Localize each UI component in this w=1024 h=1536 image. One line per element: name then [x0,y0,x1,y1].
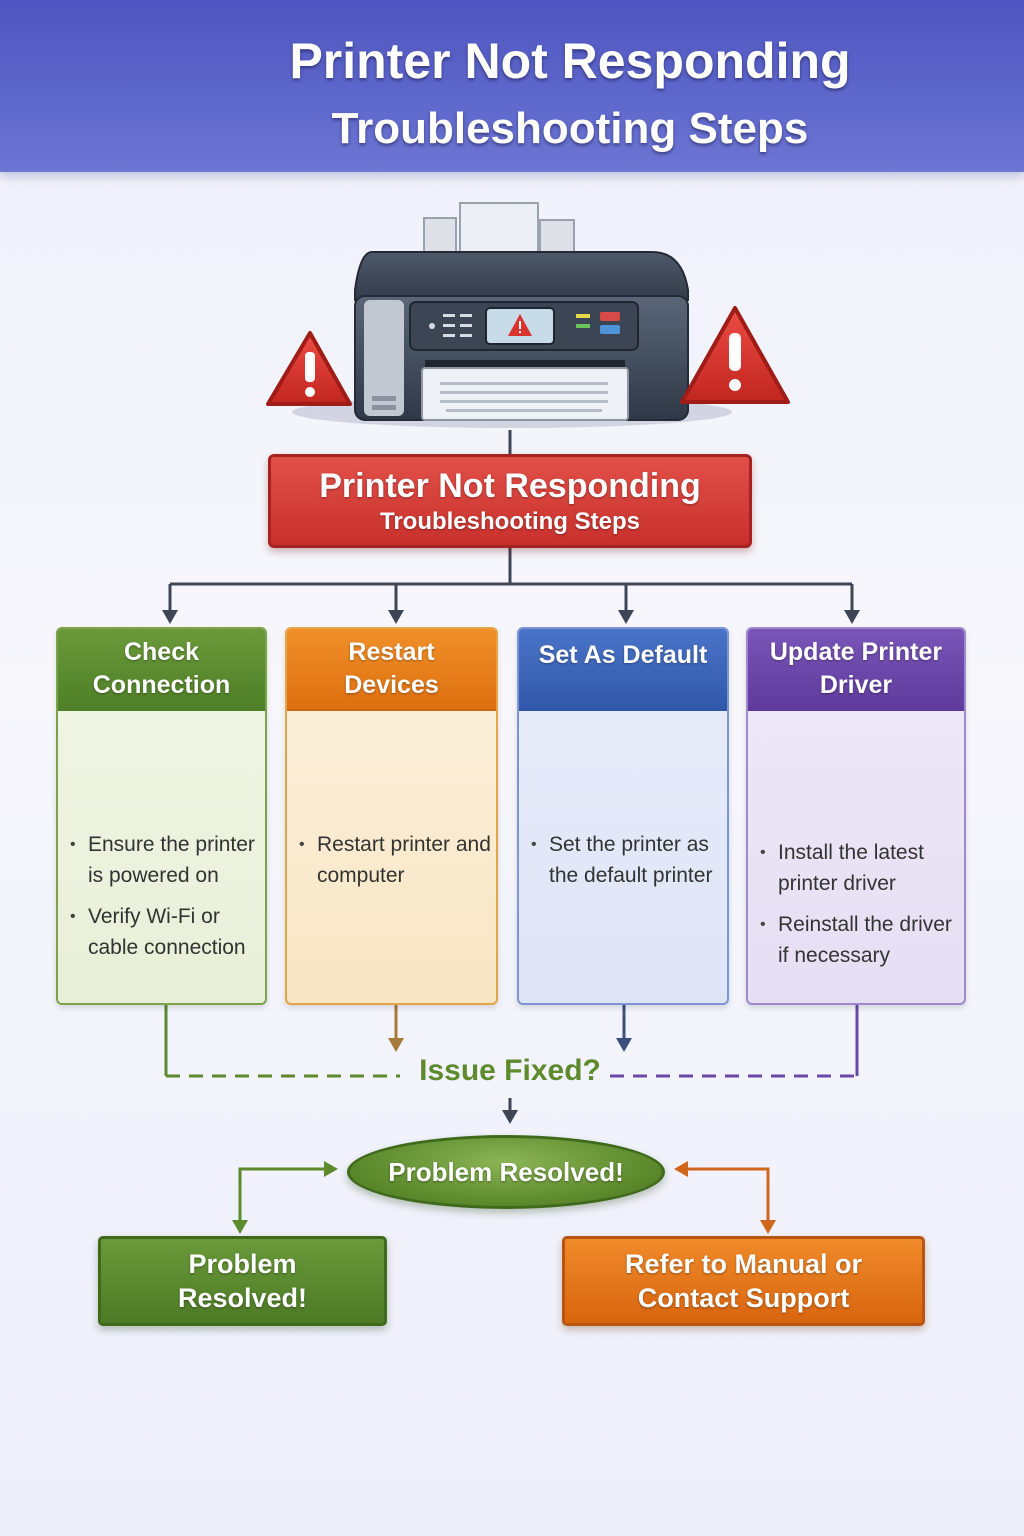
arrowhead-decision [502,1110,518,1124]
step-title-line1: Restart [348,638,435,666]
step-bullet: Verify Wi-Fi or cable connection [70,901,265,963]
branch-arrowheads [162,610,860,624]
branch-connectors [168,548,854,612]
step-bullets: Install the latest printer driver Reinst… [748,837,964,971]
step-icon-area [748,711,964,837]
outcome-support-line1: Refer to Manual or [624,1249,863,1279]
outcome-resolved-line2: Resolved! [177,1283,308,1313]
warning-icon-right [680,306,790,404]
step-card-title: Set As Default [519,629,727,711]
step-card-update-driver: Update Printer Driver Install the latest… [746,627,966,1005]
step-bullet: Set the printer as the default printer [531,829,727,891]
problem-resolved-oval: Problem Resolved! [347,1135,665,1209]
step-title-line1: Set As Default [538,641,708,669]
step-bullets: Restart printer and computer [287,829,496,891]
step-bullet: Restart printer and computer [299,829,496,891]
step-icon-area [519,711,727,829]
step-card-title: Update Printer Driver [748,629,964,711]
step-title-line2: Devices [344,671,439,699]
main-problem-title: Printer Not Responding [319,467,701,505]
step-card-set-as-default: Set As Default Set the printer as the de… [517,627,729,1005]
decision-label: Issue Fixed? [419,1054,601,1087]
step-title-line2: Driver [819,671,893,699]
arrowhead-default [616,1038,632,1052]
arrowhead-to-orange [760,1220,776,1234]
step-title-line1: Update Printer [769,638,943,666]
step-card-check-connection: Check Connection Ensure the printer is p… [56,627,267,1005]
main-problem-subtitle: Troubleshooting Steps [379,508,640,535]
outcome-support-box: Refer to Manual or Contact Support [562,1236,925,1326]
step-icon-area [58,711,265,829]
step-card-restart-devices: Restart Devices Restart printer and comp… [285,627,498,1005]
warning-icon-left [266,331,352,406]
arrowhead-restart [388,1038,404,1052]
header-title-line2: Troubleshooting Steps [331,104,809,153]
arrowhead-to-oval-right [674,1161,688,1177]
arrowhead-to-oval-left [324,1161,338,1177]
step-bullet: Reinstall the driver if necessary [760,909,964,971]
arrowhead-to-green [232,1220,248,1234]
step-title-line1: Check [123,638,200,666]
step-icon-area [287,711,496,829]
step-bullet: Ensure the printer is powered on [70,829,265,891]
step-card-title: Restart Devices [287,629,496,711]
step-bullets: Ensure the printer is powered on Verify … [58,829,265,963]
step-title-line2: Connection [92,671,231,699]
step-card-title: Check Connection [58,629,265,711]
outcome-resolved-box: Problem Resolved! [98,1236,387,1326]
step-bullets: Set the printer as the default printer [519,829,727,891]
printer-icon [354,202,689,421]
outcome-resolved-line1: Problem [188,1249,297,1279]
step-bullet: Install the latest printer driver [760,837,964,899]
main-problem-box: Printer Not Responding Troubleshooting S… [268,454,752,548]
outcome-support-line2: Contact Support [637,1283,850,1313]
outcome-connectors [238,1167,770,1222]
header-title-line1: Printer Not Responding [289,33,851,89]
header-banner: Printer Not Responding Troubleshooting S… [0,0,1024,172]
convergence-connectors [164,1005,859,1078]
